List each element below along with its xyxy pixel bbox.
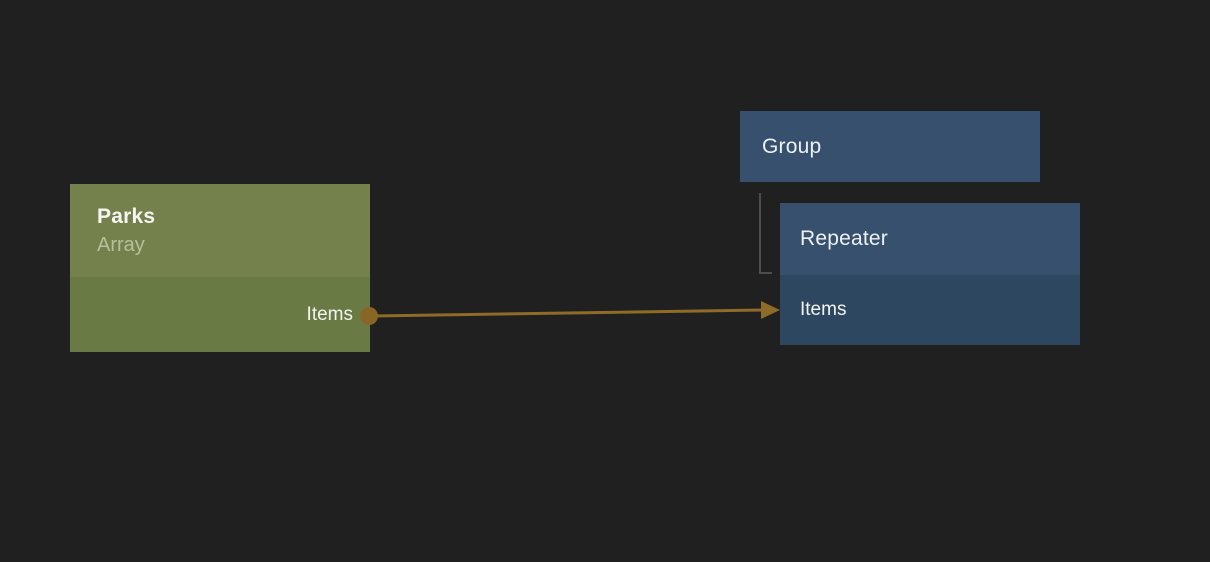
parks-items-label: Items bbox=[306, 303, 353, 325]
repeater-items-input-row[interactable]: Items bbox=[780, 275, 1080, 345]
connection-wire[interactable] bbox=[369, 308, 765, 318]
repeater-node-title: Repeater bbox=[800, 227, 888, 250]
repeater-node[interactable]: Repeater Items bbox=[780, 203, 1080, 345]
group-node-title: Group bbox=[762, 134, 822, 158]
group-repeater-hierarchy-line bbox=[759, 193, 772, 274]
group-node[interactable]: Group bbox=[740, 111, 1040, 182]
repeater-node-header[interactable]: Repeater bbox=[780, 203, 1080, 275]
repeater-items-label: Items bbox=[800, 299, 847, 320]
parks-node-title: Parks bbox=[97, 205, 156, 228]
connection-arrowhead[interactable] bbox=[761, 301, 780, 319]
parks-node[interactable]: Parks Array Items bbox=[70, 184, 370, 352]
parks-node-header[interactable]: Parks Array bbox=[70, 184, 370, 277]
parks-node-subtitle: Array bbox=[97, 234, 145, 256]
parks-items-output-row[interactable]: Items bbox=[70, 277, 370, 352]
